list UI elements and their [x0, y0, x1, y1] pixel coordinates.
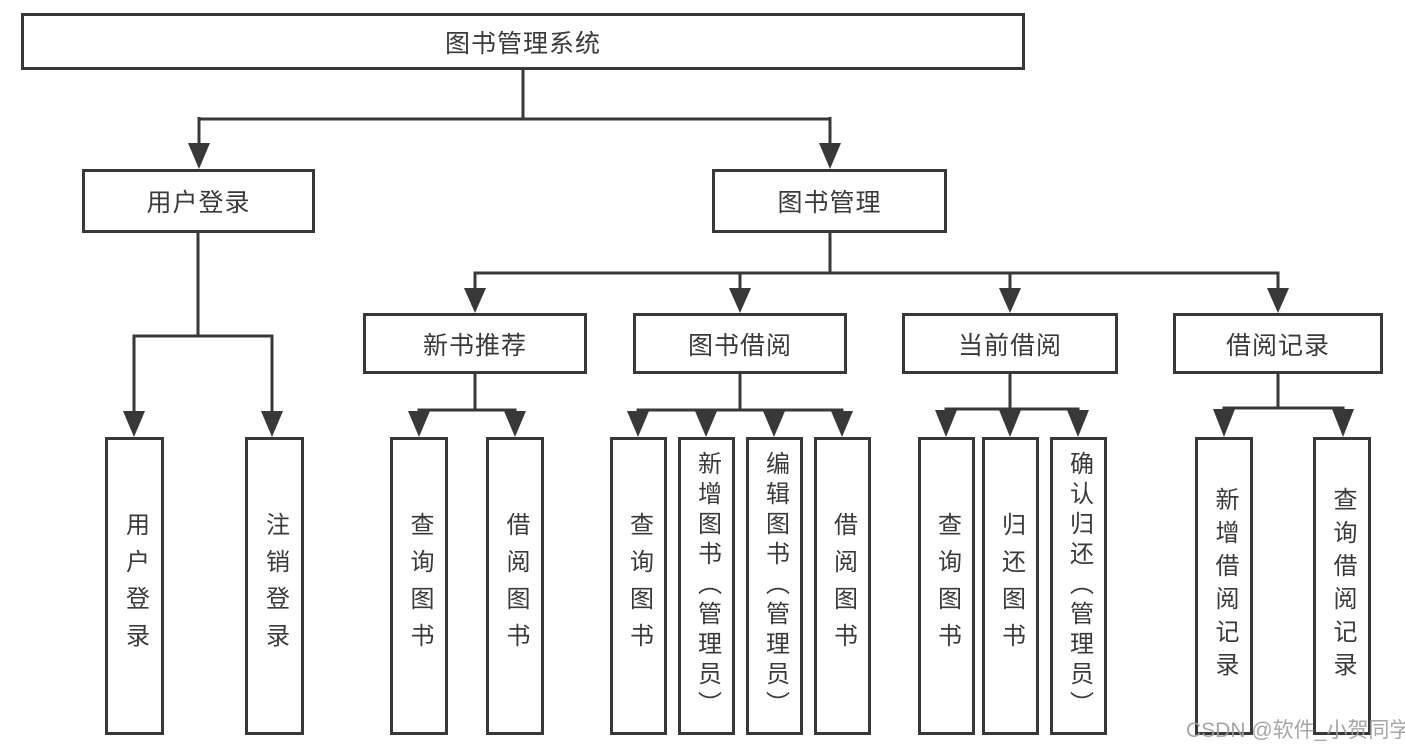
node-label: 用户登录: [121, 512, 149, 660]
node-book-borrow: 图书借阅: [633, 313, 847, 374]
node-label: 借阅图书: [502, 512, 529, 660]
leaf-logout-login: 注销登录: [245, 437, 304, 735]
node-label: 确认归还（管理员）: [1065, 451, 1093, 721]
leaf-confirm-return-admin: 确认归还（管理员）: [1050, 437, 1107, 735]
node-label: 新增借阅记录: [1211, 487, 1238, 685]
leaf-return-book: 归还图书: [982, 437, 1039, 735]
node-label: 借阅记录: [1225, 331, 1330, 360]
leaf-query-book-3: 查询图书: [918, 437, 975, 735]
leaf-query-borrow-record: 查询借阅记录: [1313, 437, 1371, 735]
node-label: 查询图书: [406, 512, 433, 660]
node-label: 新增图书（管理员）: [693, 451, 721, 721]
leaf-query-book-2: 查询图书: [610, 437, 667, 735]
leaf-query-book-1: 查询图书: [390, 437, 448, 735]
leaf-borrow-book-2: 借阅图书: [814, 437, 871, 735]
node-new-book-recommend: 新书推荐: [363, 313, 587, 374]
node-label: 查询图书: [625, 512, 653, 660]
node-label: 编辑图书（管理员）: [761, 451, 789, 721]
node-label: 注销登录: [261, 512, 289, 660]
leaf-user-login: 用户登录: [105, 437, 164, 735]
node-user-login: 用户登录: [82, 169, 315, 233]
leaf-edit-book-admin: 编辑图书（管理员）: [746, 437, 803, 735]
leaf-borrow-book-1: 借阅图书: [486, 437, 544, 735]
leaf-add-book-admin: 新增图书（管理员）: [678, 437, 735, 735]
csdn-watermark: CSDN @软件_小贺同学: [1186, 719, 1405, 742]
node-book-management: 图书管理: [712, 169, 947, 233]
node-label: 归还图书: [997, 512, 1025, 660]
node-label: 用户登录: [146, 189, 251, 217]
node-label: 借阅图书: [829, 512, 857, 660]
node-current-borrow: 当前借阅: [902, 313, 1118, 374]
node-root-system: 图书管理系统: [21, 13, 1025, 70]
node-label: 查询借阅记录: [1329, 487, 1356, 685]
node-borrow-record: 借阅记录: [1173, 313, 1383, 374]
node-label: 查询图书: [933, 512, 961, 660]
leaf-add-borrow-record: 新增借阅记录: [1195, 437, 1253, 735]
node-label: 当前借阅: [957, 331, 1062, 360]
node-label: 新书推荐: [422, 331, 527, 360]
node-label: 图书管理: [777, 189, 882, 217]
node-label: 图书管理系统: [444, 29, 601, 58]
node-label: 图书借阅: [687, 331, 792, 360]
